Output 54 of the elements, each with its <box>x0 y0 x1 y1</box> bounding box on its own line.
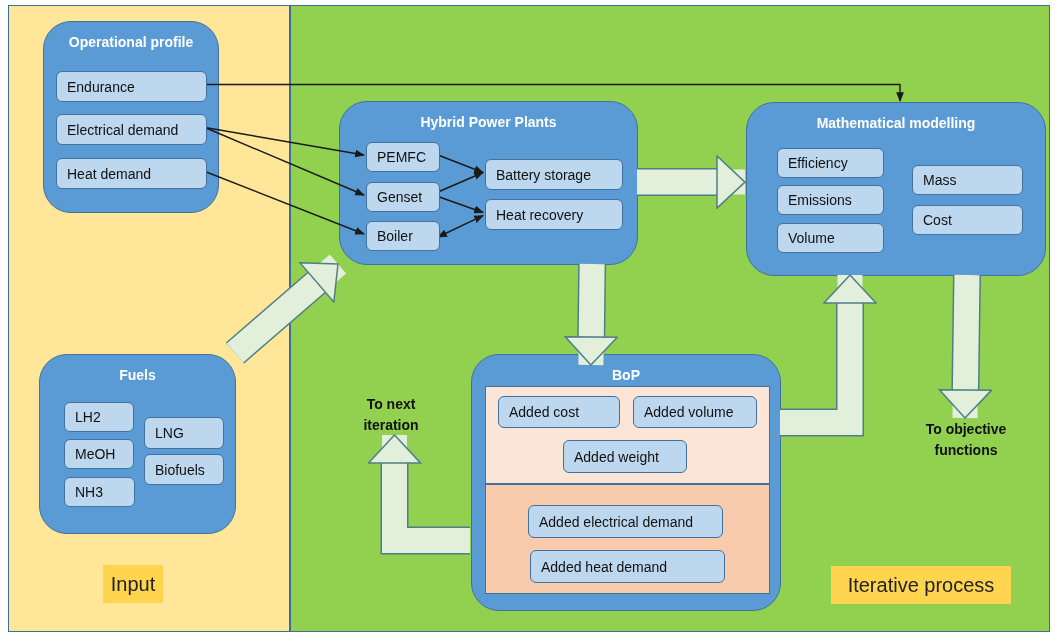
arrow <box>204 126 365 158</box>
arrow <box>437 214 484 238</box>
group-container <box>43 21 219 213</box>
item-box: LNG <box>144 417 224 449</box>
section-label: Iterative process <box>831 566 1011 604</box>
group-container <box>339 101 638 265</box>
group-title: Fuels <box>118 367 157 383</box>
item-box: Biofuels <box>144 454 224 485</box>
item-box: Added weight <box>563 440 687 473</box>
item-box: Emissions <box>777 185 884 215</box>
group-title: Hybrid Power Plants <box>419 114 558 130</box>
annotation-text: To next iteration <box>346 394 436 436</box>
group-container <box>471 354 781 611</box>
annotation-text: To objective functions <box>906 419 1026 463</box>
section-band <box>485 386 770 484</box>
item-box: Mass <box>912 165 1023 195</box>
group-title: Operational profile <box>67 34 195 50</box>
section-panel <box>290 5 1050 632</box>
section-label: Input <box>103 565 163 603</box>
item-box: Heat demand <box>56 158 207 189</box>
item-box: Endurance <box>56 71 207 102</box>
item-box: Added volume <box>633 396 757 428</box>
item-box: Genset <box>366 182 440 212</box>
block-arrow <box>225 254 347 364</box>
block-arrow <box>637 155 746 209</box>
arrow <box>204 126 365 196</box>
item-box: MeOH <box>64 439 134 469</box>
arrow <box>437 154 484 174</box>
group-container <box>746 102 1046 276</box>
item-box: PEMFC <box>366 142 440 172</box>
arrow <box>204 170 365 235</box>
block-arrow <box>780 274 877 437</box>
item-box: Efficiency <box>777 148 884 178</box>
item-box: Battery storage <box>485 159 623 190</box>
group-title: BoP <box>611 367 641 383</box>
item-box: Boiler <box>366 221 440 251</box>
arrow <box>204 83 904 102</box>
item-box: Added cost <box>498 396 620 428</box>
item-box: Electrical demand <box>56 114 207 145</box>
arrow <box>437 195 484 214</box>
section-band <box>485 484 770 594</box>
block-arrow <box>564 263 618 366</box>
group-container <box>39 354 236 534</box>
item-box: Added electrical demand <box>528 505 723 538</box>
item-box: NH3 <box>64 477 135 507</box>
item-box: Heat recovery <box>485 199 623 230</box>
group-title: Mathematical modelling <box>815 115 977 131</box>
arrow <box>437 171 484 193</box>
item-box: Volume <box>777 223 884 253</box>
item-box: Added heat demand <box>530 550 725 583</box>
item-box: LH2 <box>64 402 134 432</box>
item-box: Cost <box>912 205 1023 235</box>
section-panel <box>8 5 290 632</box>
block-arrow <box>938 274 993 419</box>
